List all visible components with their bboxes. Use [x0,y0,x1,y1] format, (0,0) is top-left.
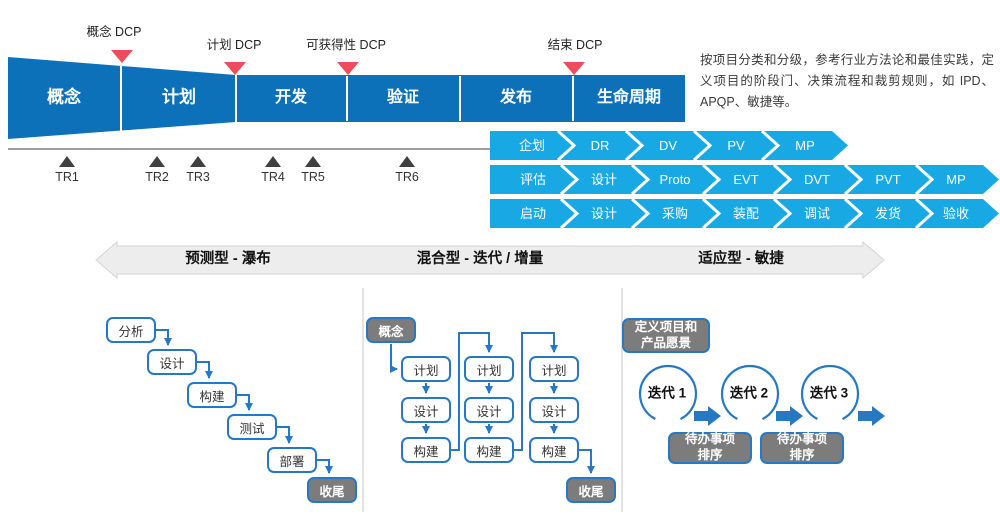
chevron-r2-s5: DVT [804,171,830,187]
waterfall-connectors [156,329,333,474]
chevron-r3-s1: 启动 [519,205,547,221]
hybrid-c2-build: 构建 [464,437,514,463]
chevron-r3-s3: 采购 [661,205,689,221]
hybrid-c3-plan: 计划 [529,356,579,382]
waterfall-step-deploy: 部署 [267,447,317,473]
chevron-r2-s4: EVT [733,171,759,187]
chevron-r2-s1: 评估 [519,171,547,187]
dcp-triangle-icon [224,62,246,75]
chevron-r1-s5: MP [795,137,815,153]
hybrid-c3-build: 构建 [529,437,579,463]
hybrid-start-concept: 概念 [366,317,416,343]
waterfall-step-analysis: 分析 [106,317,156,343]
section-banner [95,240,885,280]
dcp-triangle-icon [111,50,133,63]
dcp-label-concept: 概念 DCP [86,25,142,40]
tr-label-1: TR1 [55,170,79,185]
tr-label-5: TR5 [301,170,325,185]
agile-vision-line2: 产品愿景 [640,335,691,350]
hybrid-c1-plan: 计划 [401,356,451,382]
hybrid-c2-design: 设计 [464,397,514,423]
tr-triangle-icon [265,156,281,167]
agile-backlog-box-2: 待办事项 排序 [760,432,844,464]
hybrid-c3-design: 设计 [529,397,579,423]
agile-vision-box: 定义项目和 产品愿景 [622,318,710,353]
tr-label-6: TR6 [395,170,419,185]
dcp-label-availability: 可获得性 DCP [306,38,386,53]
dcp-triangle-icon [337,62,359,75]
phase-bar [8,57,685,139]
chevron-r2-s7: MP [946,171,966,187]
chevron-row-1 [490,129,848,162]
dcp-label-end: 结束 DCP [547,38,603,53]
agile-backlog-line2: 排序 [789,448,815,462]
tr-label-3: TR3 [186,170,210,185]
methodology-description: 按项目分类和分级，参考行业方法论和最佳实践，定义项目的阶段门、决策流程和裁剪规则… [700,53,994,109]
chevron-row-2 [490,163,999,196]
tr-triangle-icon [149,156,165,167]
chevron-r1-s3: DV [658,137,678,153]
chevron-r3-s5: 调试 [803,205,831,221]
chevron-r2-s2: 设计 [590,171,618,187]
hybrid-c1-design: 设计 [401,397,451,423]
agile-vision-line1: 定义项目和 [634,319,698,334]
chevron-r2-s3: Proto [659,171,691,187]
hybrid-connectors [390,332,595,474]
phase-lifecycle: 生命周期 [596,89,662,107]
waterfall-step-build: 构建 [187,382,237,408]
iteration-arrows [694,406,885,426]
waterfall-step-design: 设计 [147,349,197,375]
tr-label-4: TR4 [261,170,285,185]
section-title-hybrid: 混合型 - 迭代 / 增量 [416,251,544,268]
hybrid-end-close: 收尾 [566,477,616,503]
agile-iteration-1: 迭代 1 [647,385,687,401]
agile-backlog-line2: 排序 [697,448,723,462]
dcp-label-plan: 计划 DCP [206,38,262,53]
hybrid-c1-build: 构建 [401,437,451,463]
tr-triangle-icon [59,156,75,167]
waterfall-step-test: 测试 [227,414,277,440]
agile-backlog-line1: 待办事项 [776,432,827,447]
chevron-r1-s1: 企划 [518,137,546,153]
phase-release: 发布 [499,89,533,107]
phase-plan: 计划 [162,87,196,107]
section-title-waterfall: 预测型 - 瀑布 [185,251,271,268]
phase-develop: 开发 [274,89,308,107]
chevron-r2-s6: PVT [875,171,901,187]
tr-triangle-icon [305,156,321,167]
dcp-triangle-icon [563,62,585,75]
agile-backlog-line1: 待办事项 [684,432,735,447]
agile-iteration-2: 迭代 2 [729,385,769,401]
chevron-r1-s2: DR [590,137,610,153]
chevron-r1-s4: PV [727,137,745,153]
chevron-r3-s6: 发货 [874,205,902,221]
phase-verify: 验证 [386,89,420,107]
agile-iteration-3: 迭代 3 [809,385,849,401]
agile-backlog-box-1: 待办事项 排序 [668,432,752,464]
phase-concept: 概念 [47,87,81,107]
hybrid-c2-plan: 计划 [464,356,514,382]
chevron-r3-s7: 验收 [942,205,970,221]
waterfall-step-close: 收尾 [307,477,357,503]
tr-label-2: TR2 [145,170,169,185]
chevron-row-3 [490,197,999,230]
chevron-r3-s4: 装配 [732,205,760,221]
tr-triangle-icon [190,156,206,167]
iteration-loops [638,364,860,424]
tr-triangle-icon [399,156,415,167]
chevron-r3-s2: 设计 [590,205,618,221]
section-title-agile: 适应型 - 敏捷 [698,251,784,268]
